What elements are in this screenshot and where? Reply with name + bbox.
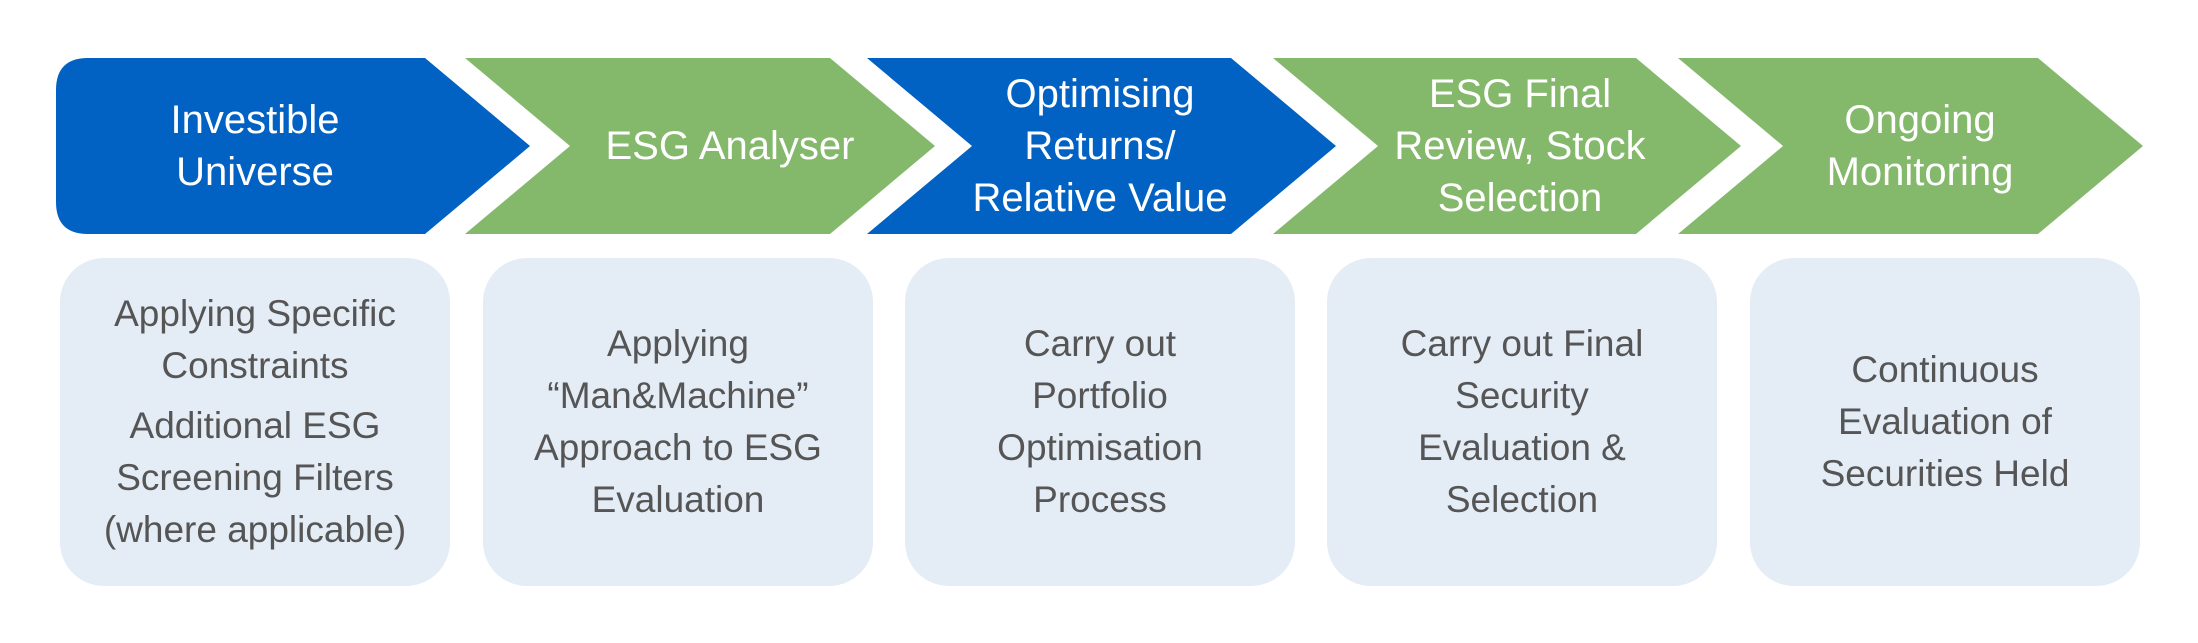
description-text: Applying Specific Constraints	[114, 293, 396, 386]
arrow-investible-universe	[56, 58, 530, 234]
step-label-esg-analyser: ESG Analyser	[605, 124, 855, 168]
arrow-ongoing-monitoring	[1678, 58, 2143, 234]
description-box-esg-final-review: Carry out Final Security Evaluation & Se…	[1327, 258, 1717, 586]
description-box-esg-analyser: Applying “Man&Machine” Approach to ESG E…	[483, 258, 873, 586]
step-label-ongoing-monitoring: Ongoing Monitoring	[1826, 98, 2014, 194]
description-box-ongoing-monitoring: Continuous Evaluation of Securities Held	[1750, 258, 2140, 586]
step-label-investible-universe: Investible Universe	[170, 98, 340, 194]
description-text: Carry out Portfolio Optimisation Process	[997, 323, 1203, 520]
description-box-investible-universe: Applying Specific Constraints Additional…	[60, 258, 450, 586]
description-text: Additional ESG Screening Filters (where …	[103, 405, 407, 550]
arrow-esg-analyser	[465, 58, 935, 234]
step-label-esg-final-review: ESG Final Review, Stock Selection	[1394, 72, 1646, 220]
description-text: Continuous Evaluation of Securities Held	[1820, 349, 2070, 494]
description-text: Carry out Final Security Evaluation & Se…	[1400, 323, 1644, 520]
description-text: Applying “Man&Machine” Approach to ESG E…	[534, 323, 822, 520]
description-box-optimising-returns: Carry out Portfolio Optimisation Process	[905, 258, 1295, 586]
arrow-optimising-returns	[867, 58, 1336, 234]
arrow-esg-final-review	[1273, 58, 1741, 234]
step-label-optimising-returns: Optimising Returns/ Relative Value	[972, 72, 1228, 220]
